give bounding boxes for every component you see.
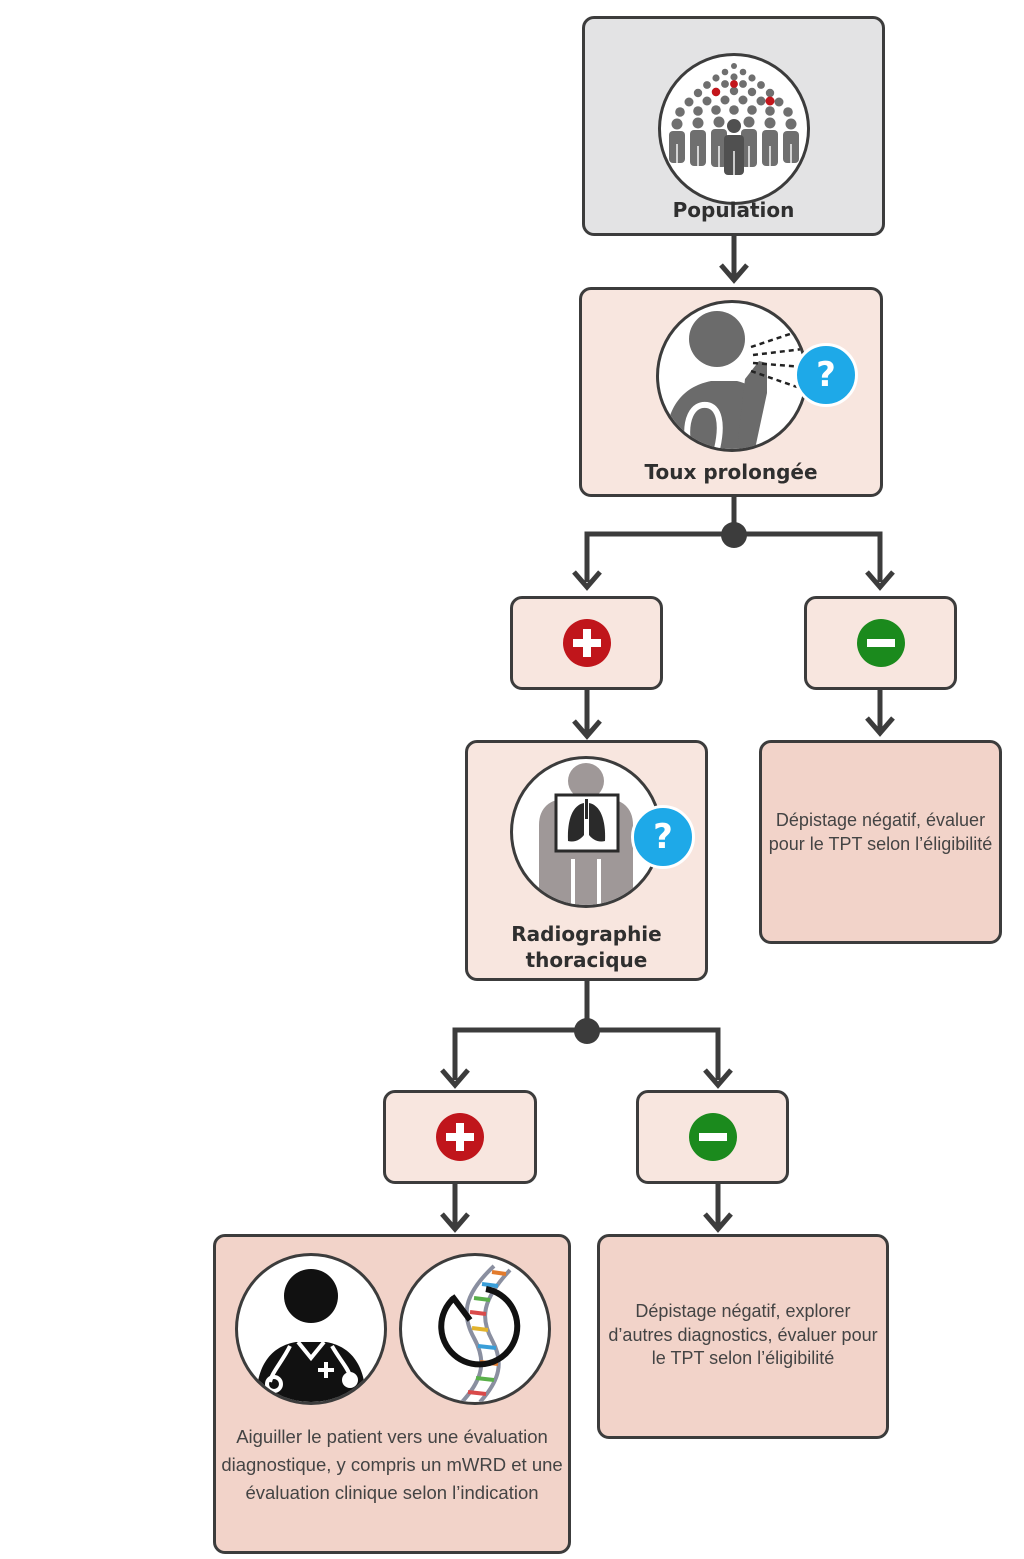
arrow-head: [865, 716, 895, 737]
minus-icon: [688, 1113, 737, 1161]
population-box: Population: [582, 16, 885, 236]
coughing-person-icon: [656, 300, 808, 452]
cough-box: ? Toux prolongée: [579, 287, 883, 497]
negative-outcome-box-1: Dépistage négatif, évaluer pour le TPT s…: [759, 740, 1002, 944]
arrow-head: [703, 1212, 733, 1233]
xray-box: ? Radiographie thoracique: [465, 740, 708, 981]
negative-outcome-text-2: Dépistage négatif, explorer d’autres dia…: [608, 1301, 878, 1368]
population-label: Population: [672, 198, 795, 222]
junction-dot: [574, 1018, 600, 1044]
positive-outcome-box: Aiguiller le patient vers une évaluation…: [213, 1234, 571, 1554]
plus-icon: [436, 1113, 484, 1161]
crowd-icon: [658, 53, 810, 205]
question-icon: ?: [631, 805, 695, 869]
xray-label-line2: thoracique: [525, 948, 648, 972]
question-icon: ?: [794, 343, 858, 407]
cough-label: Toux prolongée: [644, 460, 818, 484]
arrow-head: [703, 1068, 733, 1089]
arrow-head: [572, 570, 602, 591]
dna-test-icon: [399, 1253, 551, 1405]
minus-icon: [856, 619, 905, 667]
negative-outcome-text-1: Dépistage négatif, évaluer pour le TPT s…: [768, 810, 993, 854]
xray-label-line1: Radiographie: [511, 922, 662, 946]
arrow-head: [572, 719, 602, 740]
doctor-icon: [235, 1253, 387, 1405]
xray-positive-box: [383, 1090, 537, 1184]
plus-icon: [562, 619, 611, 667]
arrow-head: [865, 570, 895, 591]
arrow-head: [440, 1212, 470, 1233]
positive-outcome-text: Aiguiller le patient vers une évaluation…: [221, 1426, 563, 1503]
arrow-head: [719, 263, 749, 284]
cough-positive-box: [510, 596, 663, 690]
arrow-head: [440, 1068, 470, 1089]
cough-negative-box: [804, 596, 957, 690]
xray-negative-box: [636, 1090, 789, 1184]
negative-outcome-box-2: Dépistage négatif, explorer d’autres dia…: [597, 1234, 889, 1439]
junction-dot: [721, 522, 747, 548]
